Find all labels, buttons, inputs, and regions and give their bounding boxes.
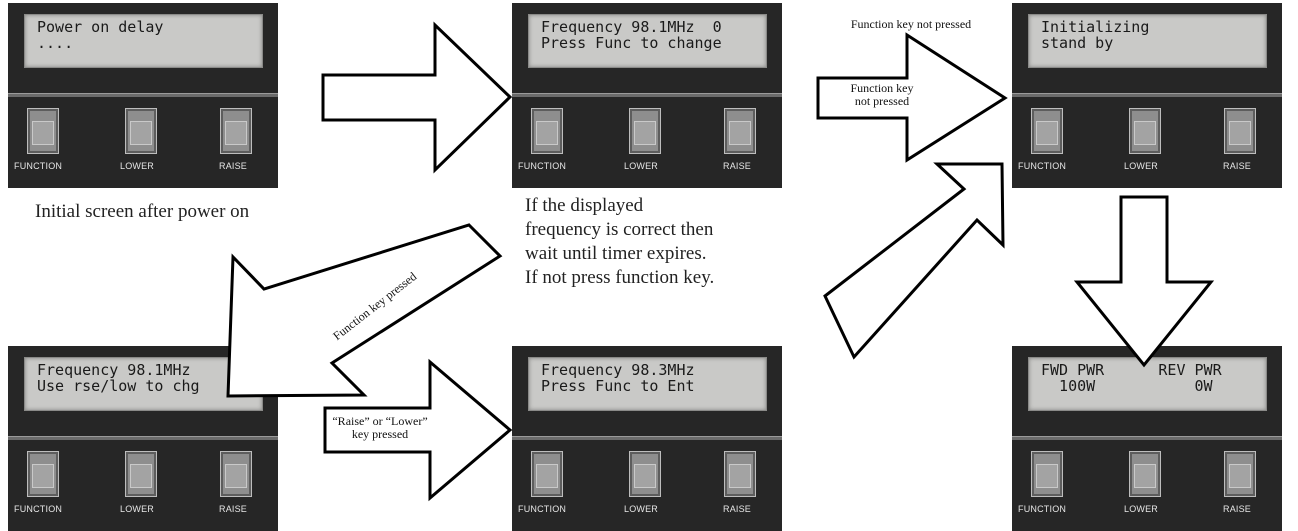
lcd-line-2: Use rse/low to chg: [37, 377, 200, 395]
lower-button[interactable]: [629, 451, 661, 497]
raise-button[interactable]: [220, 451, 252, 497]
display-panel-power-readout: FWD PWR REV PWR 100W 0W FUNCTION LOWER R…: [1012, 346, 1282, 531]
lower-button-label: LOWER: [120, 161, 155, 171]
panel-divider: [8, 93, 278, 97]
lower-button[interactable]: [629, 108, 661, 154]
raise-button[interactable]: [1224, 451, 1256, 497]
function-button[interactable]: [1031, 108, 1063, 154]
arrow-diagonal-up-right: [823, 162, 1005, 360]
raise-lower-line-1: “Raise” or “Lower”: [332, 414, 428, 428]
function-button[interactable]: [531, 108, 563, 154]
arrow-down: [1073, 195, 1215, 368]
lcd-line-1: Power on delay: [37, 18, 164, 36]
lcd-line-2: stand by: [1041, 34, 1114, 52]
lower-button-label: LOWER: [624, 161, 659, 171]
instructions-line-3: wait until timer expires.: [525, 243, 707, 264]
raise-lower-line-2: key pressed: [351, 427, 409, 441]
lower-button-label: LOWER: [624, 504, 659, 514]
raise-button-label: RAISE: [1223, 504, 1252, 514]
lcd-line-1: FWD PWR REV PWR: [1041, 361, 1222, 379]
raise-button-label: RAISE: [723, 161, 752, 171]
function-not-pressed-top-label: Function key not pressed: [850, 17, 972, 31]
function-button-label: FUNCTION: [518, 161, 567, 171]
function-button-label: FUNCTION: [1018, 504, 1067, 514]
lower-button-label: LOWER: [120, 504, 155, 514]
function-button-label: FUNCTION: [14, 504, 63, 514]
function-button-label: FUNCTION: [14, 161, 63, 171]
instructions-line-4: If not press function key.: [525, 267, 715, 288]
raise-button-label: RAISE: [723, 504, 752, 514]
raise-button[interactable]: [220, 108, 252, 154]
function-not-pressed-line-2: not pressed: [854, 94, 910, 108]
panel-divider: [8, 436, 278, 440]
function-button-label: FUNCTION: [1018, 161, 1067, 171]
lower-button[interactable]: [125, 108, 157, 154]
lower-button[interactable]: [125, 451, 157, 497]
panel-divider: [512, 93, 782, 97]
raise-lower-arrow-label: “Raise” or “Lower” key pressed: [325, 415, 435, 441]
function-button[interactable]: [531, 451, 563, 497]
lcd-line-1: Initializing: [1041, 18, 1150, 36]
raise-button[interactable]: [1224, 108, 1256, 154]
arrow-right-1: [321, 21, 513, 174]
raise-button[interactable]: [724, 108, 756, 154]
lower-button-label: LOWER: [1124, 161, 1159, 171]
initial-screen-caption: Initial screen after power on: [35, 201, 250, 222]
lcd-line-2: 100W 0W: [1041, 377, 1213, 395]
function-button-label: FUNCTION: [518, 504, 567, 514]
instructions-line-1: If the displayed: [525, 195, 644, 216]
lcd-line-2: ....: [37, 34, 74, 52]
instructions-line-2: frequency is correct then: [525, 219, 714, 240]
raise-button-label: RAISE: [219, 504, 248, 514]
arrow-right-2: [816, 32, 1008, 163]
lcd-screen: Power on delay....: [24, 14, 263, 68]
panel-divider: [1012, 436, 1282, 440]
function-not-pressed-line-1: Function key: [850, 81, 914, 95]
arrow-right-3: [323, 358, 513, 502]
raise-button[interactable]: [724, 451, 756, 497]
lcd-line-1: Frequency 98.1MHz 0: [541, 18, 722, 36]
lcd-line-2: Press Func to Ent: [541, 377, 695, 395]
function-button[interactable]: [27, 108, 59, 154]
lower-button[interactable]: [1129, 108, 1161, 154]
function-button[interactable]: [27, 451, 59, 497]
lcd-line-2: Press Func to change: [541, 34, 722, 52]
lower-button-label: LOWER: [1124, 504, 1159, 514]
function-button[interactable]: [1031, 451, 1063, 497]
display-panel-power-on-delay: Power on delay.... FUNCTION LOWER RAISE: [8, 3, 278, 188]
arrow-diagonal-down-left: [226, 223, 503, 398]
raise-button-label: RAISE: [1223, 161, 1252, 171]
panel-divider: [1012, 93, 1282, 97]
function-not-pressed-arrow-label: Function key not pressed: [820, 82, 944, 108]
panel-divider: [512, 436, 782, 440]
instructions-caption: If the displayed frequency is correct th…: [525, 194, 714, 290]
lower-button[interactable]: [1129, 451, 1161, 497]
lcd-screen: FWD PWR REV PWR 100W 0W: [1028, 357, 1267, 411]
lcd-line-1: Frequency 98.1MHz: [37, 361, 191, 379]
raise-button-label: RAISE: [219, 161, 248, 171]
lcd-line-1: Frequency 98.3MHz: [541, 361, 695, 379]
